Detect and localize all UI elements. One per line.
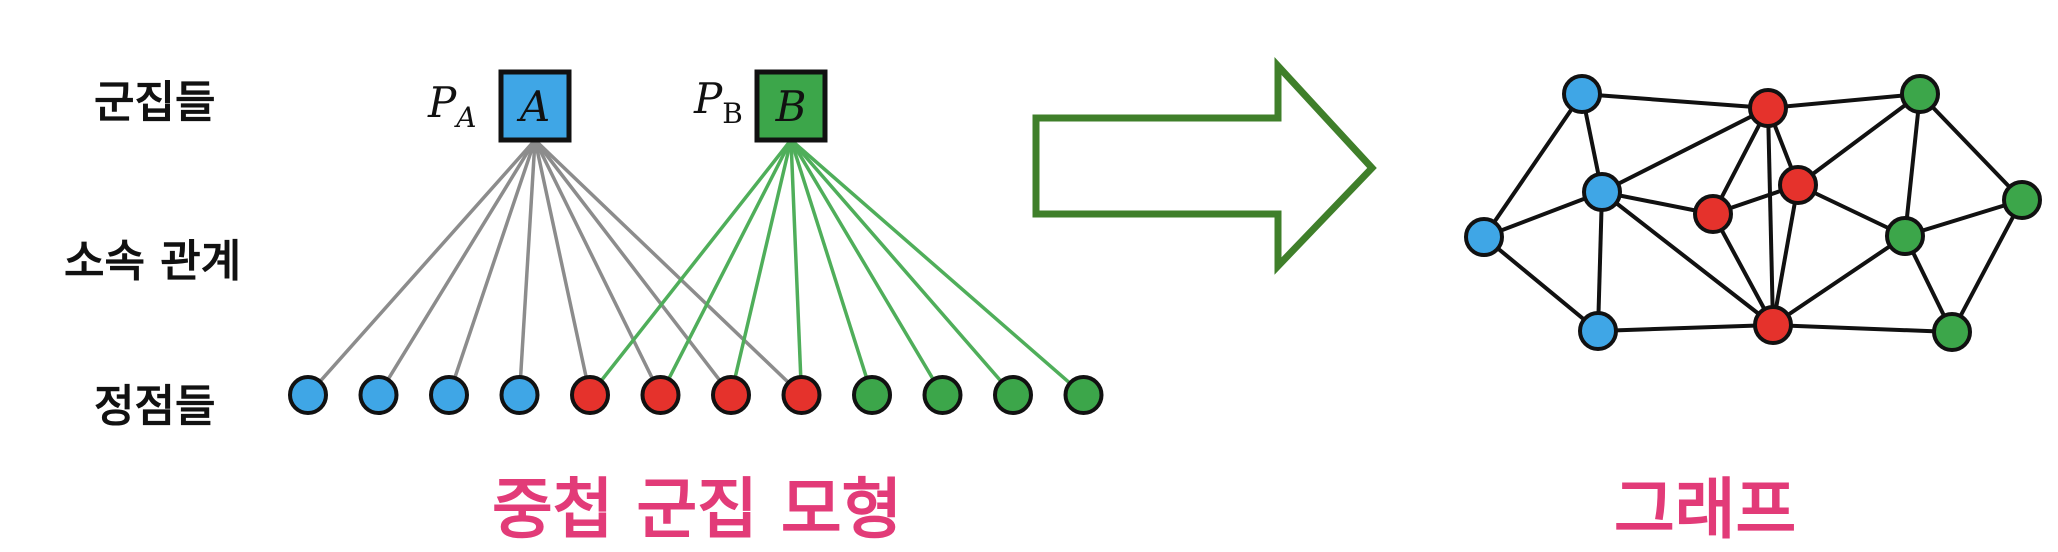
membership-edge-a: [517, 139, 537, 396]
vertex-node-red: [570, 375, 610, 415]
membership-edge-b: [729, 139, 793, 396]
membership-edge-a: [377, 139, 537, 396]
membership-edge-b: [658, 139, 793, 396]
p-b-label: PB: [694, 74, 743, 130]
membership-edge-b: [789, 139, 804, 396]
vertex-node-blue: [499, 375, 540, 415]
membership-edge-a: [533, 138, 803, 397]
vertex-node-red: [781, 375, 822, 415]
graph-node-red: [1753, 305, 1793, 345]
membership-edges: [306, 138, 1085, 397]
graph-edge: [1772, 323, 1953, 334]
graph-node-green: [1900, 74, 1940, 114]
graph-edge: [1482, 235, 1600, 333]
graph-node-blue: [1582, 172, 1622, 212]
community-letter-a: A: [516, 82, 550, 131]
clusters-label: 군집들: [94, 77, 216, 128]
community-box-b: B: [754, 69, 828, 143]
vertex-node-blue: [288, 375, 328, 415]
graph-node-green: [1885, 216, 1925, 256]
graph-edge: [1581, 92, 1769, 110]
graph-node-blue: [1562, 74, 1602, 114]
community-box-a: A: [498, 69, 572, 143]
vertex-node-green: [922, 375, 963, 415]
graph-edge: [1950, 199, 2024, 333]
membership-edge-a: [533, 139, 592, 396]
graph-edge: [1903, 93, 1922, 237]
vertex-node-red: [711, 375, 751, 415]
right-arrow-icon: [1032, 57, 1377, 275]
graph-edge: [1771, 184, 1800, 326]
graph-edge: [1918, 92, 2024, 202]
vertex-row: [288, 375, 1104, 415]
membership-edge-b: [789, 139, 874, 396]
graph-edge: [1483, 190, 1603, 239]
membership-edge-a: [447, 139, 537, 396]
vertex-node-blue: [358, 375, 399, 415]
graph-node-green: [2002, 180, 2042, 220]
graph-node-red: [1778, 165, 1818, 205]
graph-edge: [1601, 106, 1769, 194]
membership-label: 소속 관계: [64, 236, 242, 287]
graph-caption: 그래프: [1614, 471, 1797, 548]
graph-nodes: [1464, 74, 2042, 352]
membership-edge-b: [789, 138, 1015, 397]
graph-edge: [1766, 107, 1775, 326]
membership-edge-b: [588, 138, 793, 397]
membership-edge-a: [533, 138, 733, 397]
graph-edges: [1482, 92, 2024, 334]
graph-node-blue: [1578, 311, 1618, 351]
arrow-shape: [1032, 57, 1377, 275]
graph-node-red: [1748, 88, 1788, 128]
graph-edge: [1482, 92, 1584, 239]
vertex-node-green: [852, 375, 892, 415]
vertex-node-green: [1063, 375, 1104, 415]
graph-edge: [1771, 234, 1907, 327]
graph-edge: [1597, 323, 1774, 333]
graph-edge: [1711, 213, 1775, 326]
p-a-label: PA: [428, 78, 477, 134]
graph-edge: [1904, 198, 2023, 238]
graph-edge: [1796, 92, 1922, 187]
vertex-node-red: [640, 375, 681, 415]
vertex-node-green: [993, 375, 1033, 415]
community-letter-b: B: [775, 82, 807, 131]
graph-edge: [1767, 92, 1921, 110]
membership-edge-a: [306, 138, 537, 397]
graph-node-blue: [1464, 217, 1504, 257]
model-caption: 중첩 군집 모형: [492, 471, 903, 548]
membership-edge-b: [789, 138, 1085, 397]
membership-edge-b: [789, 139, 945, 396]
graph-node-red: [1693, 194, 1733, 234]
vertices-label: 정점들: [94, 381, 216, 432]
graph-node-green: [1932, 312, 1972, 352]
graph-edge: [1600, 190, 1775, 327]
membership-edge-a: [533, 139, 663, 396]
vertex-node-blue: [429, 375, 469, 415]
graph-edge: [1596, 191, 1604, 332]
